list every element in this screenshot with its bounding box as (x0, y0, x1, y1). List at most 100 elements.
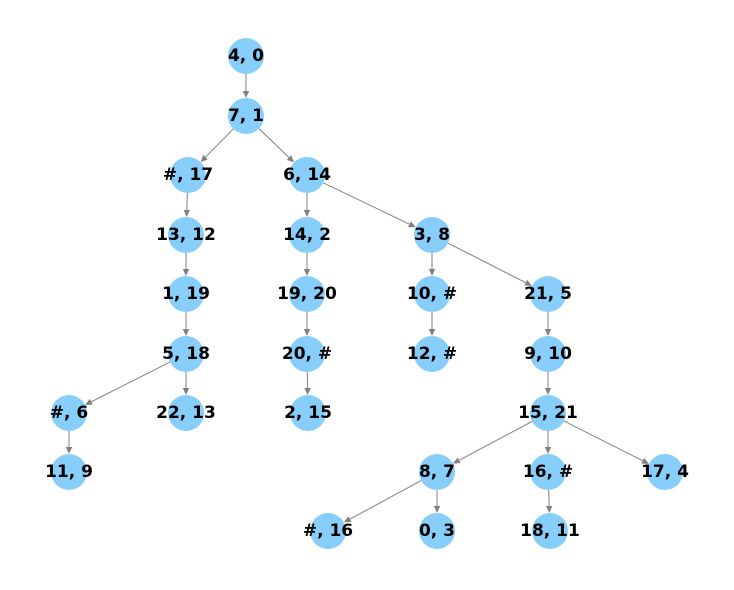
node-circle (168, 217, 204, 253)
node-circle (647, 454, 683, 490)
node-label: #, 17 (163, 165, 213, 185)
node-circle (289, 276, 325, 312)
tree-node: 9, 10 (524, 336, 572, 372)
arrow-head-icon (182, 329, 190, 336)
tree-node: #, 16 (303, 513, 353, 549)
arrow-head-icon (242, 91, 250, 98)
tree-node: #, 6 (50, 395, 88, 431)
node-label: 6, 14 (283, 165, 331, 185)
edge-n1-n2 (200, 128, 234, 163)
arrow-head-icon (641, 457, 649, 464)
node-circle (168, 336, 204, 372)
node-circle (228, 98, 264, 134)
tree-node: 4, 0 (228, 38, 264, 74)
node-circle (419, 454, 455, 490)
tree-node: 15, 21 (518, 395, 578, 431)
tree-node: 17, 4 (641, 454, 689, 490)
node-label: 19, 20 (277, 284, 337, 304)
node-circle (51, 395, 87, 431)
edge-line (323, 182, 410, 225)
edge-line (186, 192, 188, 211)
arrow-head-icon (303, 269, 311, 276)
arrow-head-icon (182, 269, 190, 276)
edge-n20-n24 (433, 490, 441, 513)
node-label: 1, 19 (162, 284, 210, 304)
node-circle (530, 395, 566, 431)
node-circle (530, 336, 566, 372)
node-label: 21, 5 (524, 284, 572, 304)
edge-n3-n6 (323, 182, 416, 228)
edge-n8-n12 (303, 312, 311, 336)
edge-line (563, 420, 643, 462)
arrow-head-icon (303, 210, 311, 217)
node-circle (290, 395, 326, 431)
edge-n3-n5 (303, 193, 311, 217)
edge-line (447, 242, 526, 284)
edge-n6-n9 (428, 253, 436, 276)
edge-n11-n15 (85, 361, 171, 405)
arrow-head-icon (544, 329, 552, 336)
edge-n18-n22 (563, 420, 649, 464)
tree-node: 13, 12 (156, 217, 216, 253)
arrow-head-icon (544, 447, 552, 454)
node-circle (414, 217, 450, 253)
arrow-head-icon (286, 155, 295, 163)
edge-n10-n14 (544, 312, 552, 336)
edge-n5-n8 (303, 253, 311, 276)
tree-node: 6, 14 (283, 157, 331, 193)
arrow-head-icon (433, 506, 441, 513)
tree-node: 0, 3 (419, 513, 455, 549)
edge-n2-n4 (183, 192, 191, 218)
node-circle (310, 513, 346, 549)
edge-line (548, 489, 550, 507)
arrow-head-icon (200, 154, 208, 163)
arrow-head-icon (545, 505, 553, 514)
arrow-head-icon (85, 398, 93, 405)
tree-node: 12, # (407, 336, 457, 372)
node-label: 12, # (407, 344, 457, 364)
nodes-layer: 4, 0 7, 1 #, 17 6, 14 13, 12 14, 2 3, 8 1, 19 19… (45, 38, 689, 549)
node-label: 9, 10 (524, 344, 572, 364)
node-circle (532, 513, 568, 549)
tree-node: 5, 18 (162, 336, 210, 372)
tree-node: 1, 19 (162, 276, 210, 312)
tree-node: 7, 1 (228, 98, 264, 134)
tree-node: 21, 5 (524, 276, 572, 312)
edge-n18-n20 (452, 421, 533, 464)
node-label: 10, # (407, 284, 457, 304)
arrow-head-icon (182, 388, 190, 395)
arrow-head-icon (65, 447, 73, 454)
node-circle (51, 454, 87, 490)
node-label: #, 6 (50, 403, 88, 423)
tree-node: 18, 11 (520, 513, 580, 549)
node-circle (530, 454, 566, 490)
edge-n1-n3 (258, 128, 295, 163)
tree-node: 16, # (523, 454, 573, 490)
arrow-head-icon (428, 329, 436, 336)
tree-node: 14, 2 (283, 217, 331, 253)
arrow-head-icon (303, 329, 311, 336)
tree-node: 3, 8 (414, 217, 450, 253)
arrow-head-icon (452, 457, 461, 464)
arrow-head-icon (408, 221, 416, 228)
tree-node: #, 17 (163, 157, 213, 193)
edge-line (205, 128, 234, 158)
node-label: 3, 8 (414, 225, 450, 245)
node-label: 20, # (282, 344, 332, 364)
node-label: 0, 3 (419, 521, 455, 541)
node-circle (168, 276, 204, 312)
node-circle (289, 336, 325, 372)
node-label: 17, 4 (641, 462, 689, 482)
arrow-head-icon (183, 209, 191, 218)
edge-line (458, 421, 533, 461)
node-label: 13, 12 (156, 225, 216, 245)
edge-n0-n1 (242, 74, 250, 98)
node-circle (414, 336, 450, 372)
arrow-head-icon (428, 269, 436, 276)
tree-node: 8, 7 (419, 454, 455, 490)
node-label: 5, 18 (162, 344, 210, 364)
tree-node: 10, # (407, 276, 457, 312)
edge-n11-n16 (182, 372, 190, 395)
node-label: 22, 13 (156, 403, 216, 423)
node-label: 8, 7 (419, 462, 455, 482)
